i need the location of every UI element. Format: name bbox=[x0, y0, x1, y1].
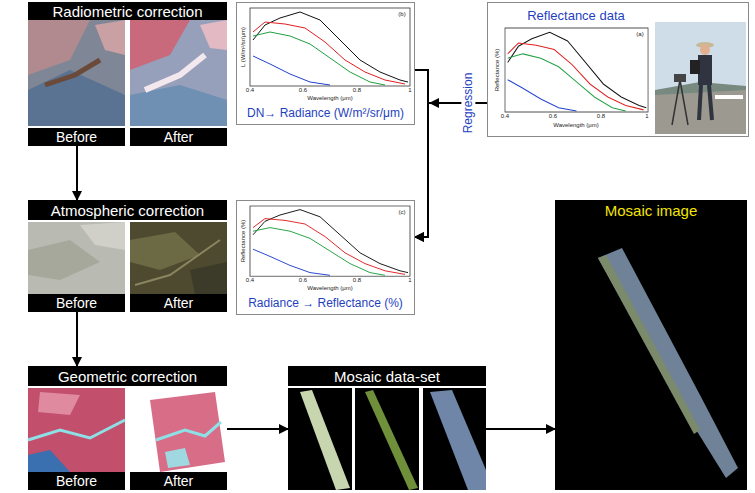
text-holder: Before bbox=[28, 129, 125, 145]
text-holder: After bbox=[130, 295, 227, 311]
tick-label: 0.8 bbox=[353, 277, 361, 283]
axis-title: L (W/m²/sr/μm) bbox=[240, 27, 246, 67]
panel-title: Atmospheric correction bbox=[51, 202, 204, 219]
panel-title: Radiometric correction bbox=[52, 3, 202, 20]
header-bar: Mosaic image bbox=[555, 200, 747, 220]
panel-title: Geometric correction bbox=[58, 368, 197, 385]
tick-label: 0.6 bbox=[299, 87, 307, 93]
step-panel: Mosaic data-set bbox=[288, 366, 486, 490]
tick-label: 1 bbox=[408, 87, 411, 93]
tag-text: Before bbox=[56, 474, 97, 488]
header-bar: Radiometric correction bbox=[28, 2, 227, 20]
flow-arrow bbox=[76, 312, 78, 366]
tick-label: 1 bbox=[645, 113, 648, 119]
flow-arrow bbox=[415, 70, 428, 237]
header-bar: Geometric correction bbox=[28, 366, 227, 386]
image-tag: Before bbox=[28, 472, 125, 490]
chart-box: Radiance → Reflectance (%) bbox=[236, 200, 415, 315]
tick-label: 0.6 bbox=[549, 113, 557, 119]
tick-label: 0.8 bbox=[597, 113, 605, 119]
tag-text: Before bbox=[56, 296, 97, 310]
text-holder: Before bbox=[28, 295, 125, 311]
tick-label: Wavelength (μm) bbox=[307, 95, 353, 101]
flow-arrow bbox=[76, 146, 78, 200]
panel-title: Mosaic data-set bbox=[334, 368, 440, 385]
axis-title: Reflectance (%) bbox=[240, 220, 246, 263]
image-tag: After bbox=[130, 294, 227, 312]
tag-text: Before bbox=[56, 130, 97, 144]
step-panel: Geometric correctionBefore After bbox=[28, 366, 227, 490]
flow-arrow bbox=[486, 428, 555, 430]
tag-text: After bbox=[164, 130, 194, 144]
tag-text: After bbox=[164, 296, 194, 310]
box-title: Reflectance data bbox=[527, 9, 625, 23]
flow-arrow bbox=[227, 428, 288, 430]
text-holder: After bbox=[130, 129, 227, 145]
tick-label: (b) bbox=[398, 11, 405, 17]
tag-text: After bbox=[164, 474, 194, 488]
step-panel: Atmospheric correctionBefore After bbox=[28, 200, 227, 312]
tick-label: Wavelength (μm) bbox=[553, 122, 599, 128]
tick-label: 0.6 bbox=[299, 277, 307, 283]
image-tag: After bbox=[130, 128, 227, 146]
tick-label: 1 bbox=[408, 277, 411, 283]
step-panel: Radiometric correctionBefore After bbox=[28, 2, 227, 146]
header-bar: Mosaic data-set bbox=[288, 366, 486, 386]
tick-label: Wavelength (μm) bbox=[307, 285, 353, 291]
tick-label: 0.4 bbox=[246, 277, 254, 283]
image-tag: After bbox=[130, 472, 227, 490]
chart-box: DN→ Radiance (W/m²/sr/μm) bbox=[236, 2, 415, 125]
data-box: Reflectance data bbox=[487, 2, 749, 137]
text-holder: Radiance → Reflectance (%) bbox=[237, 293, 414, 311]
text-holder: DN→ Radiance (W/m²/sr/μm) bbox=[237, 103, 414, 121]
chart-caption: Radiance → Reflectance (%) bbox=[248, 297, 403, 310]
flow-arrow bbox=[415, 103, 487, 237]
text-holder: Reflectance data bbox=[496, 6, 656, 24]
panel-title: Mosaic image bbox=[605, 202, 698, 219]
axis-title: Reflectance (%) bbox=[494, 49, 500, 92]
tick-label: 0.4 bbox=[246, 87, 254, 93]
header-bar: Atmospheric correction bbox=[28, 200, 227, 220]
tick-label: 0.8 bbox=[353, 87, 361, 93]
text-holder: After bbox=[130, 473, 227, 489]
text-holder: Before bbox=[28, 473, 125, 489]
edge-label: Regression bbox=[461, 71, 475, 136]
image-tag: Before bbox=[28, 128, 125, 146]
result-panel: Mosaic image bbox=[555, 200, 747, 490]
tick-label: (a) bbox=[636, 31, 643, 37]
tick-label: (c) bbox=[399, 209, 406, 215]
image-tag: Before bbox=[28, 294, 125, 312]
chart-caption: DN→ Radiance (W/m²/sr/μm) bbox=[247, 107, 404, 120]
tick-label: 0.4 bbox=[501, 113, 509, 119]
